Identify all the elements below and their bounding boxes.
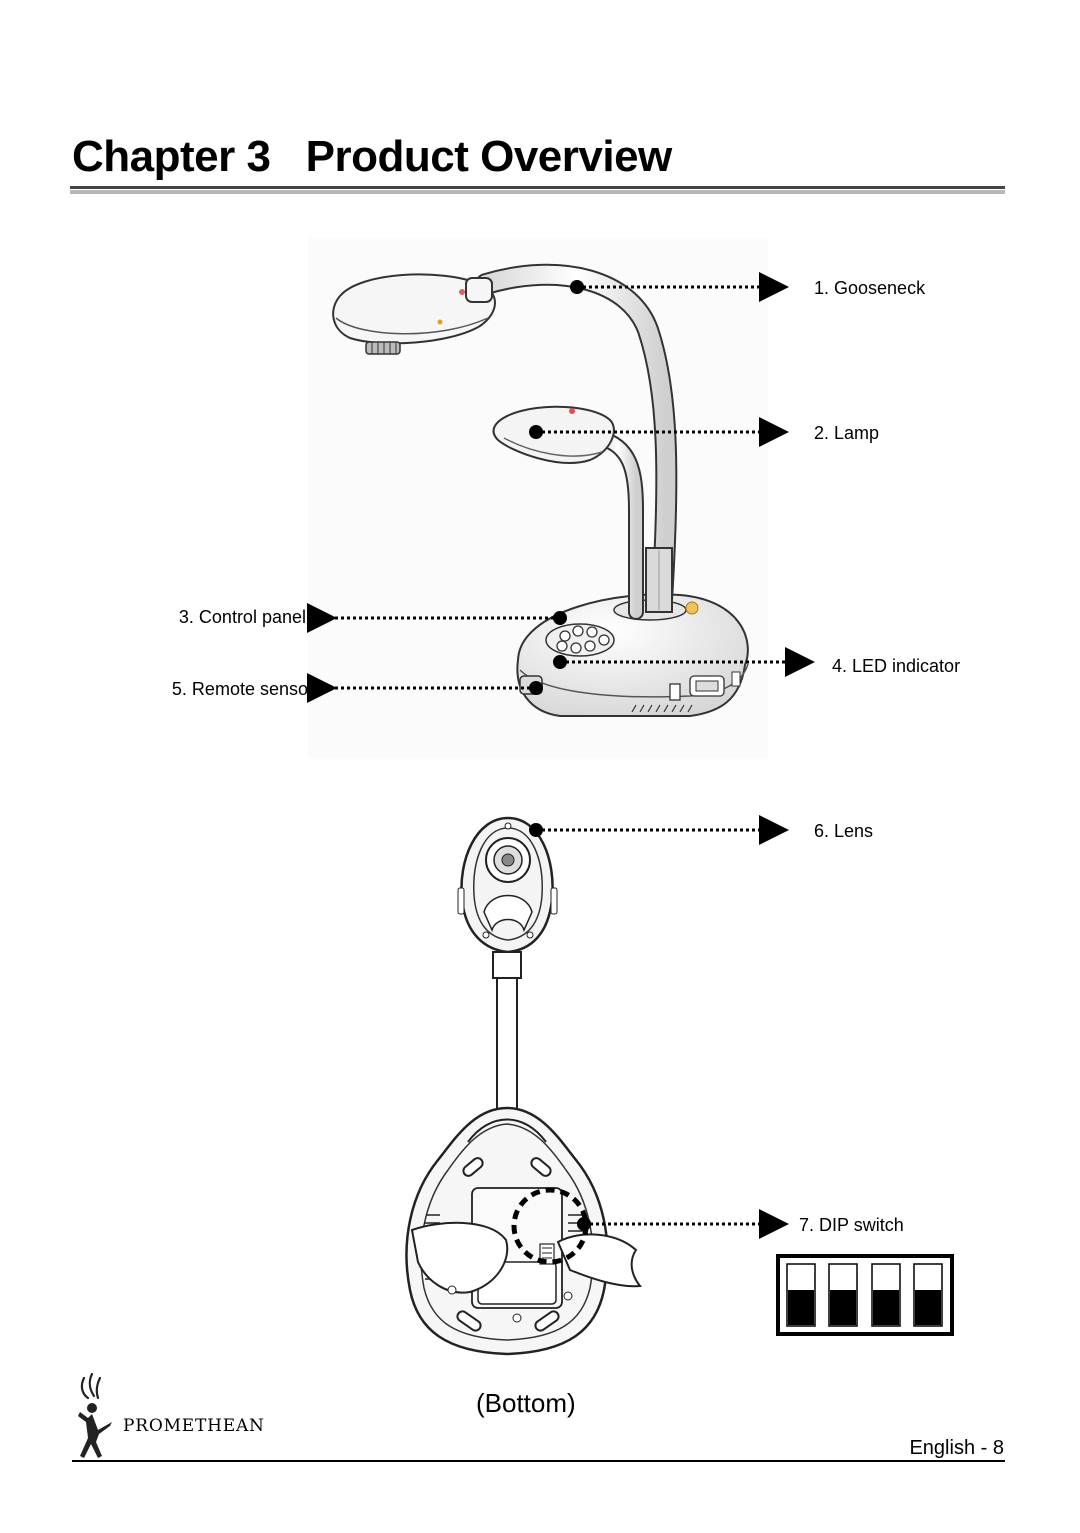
page-title: Chapter 3 Product Overview [72,132,672,182]
dip-switch-3 [871,1263,901,1327]
callout-dip-switch: 7. DIP switch [799,1215,904,1235]
camera-bottom-view [405,816,642,1356]
footer-page-label: English - 8 [909,1437,1004,1460]
bottom-view-caption: (Bottom) [476,1388,576,1418]
dip-switch-1 [786,1263,816,1327]
callout-lamp: 2. Lamp [814,423,880,443]
camera-base [516,593,749,717]
chapter-title: Product Overview [305,132,673,181]
brand-logo-text: PROMETHEAN [123,1416,265,1436]
footer-page-number: 8 [992,1437,1004,1459]
callout-led-indicator: 4. LED indicator [832,656,961,676]
callout-control-panel: 3. Control panel [178,607,306,627]
callout-lens: 6. Lens [814,821,874,841]
promethean-logo-icon [78,1372,112,1458]
dip-switch-detail [776,1254,954,1336]
dip-switch-4 [913,1263,943,1327]
title-divider-shadow [70,190,1005,194]
callout-remote-sensor: 5. Remote sensor [171,679,314,699]
camera-head [332,273,496,355]
title-divider [70,186,1005,189]
dip-switch-2 [828,1263,858,1327]
callout-gooseneck: 1. Gooseneck [814,278,926,298]
camera-side-view [308,238,768,758]
footer-separator: - [980,1437,988,1459]
chapter-number: Chapter 3 [72,132,271,181]
callout-anchor-dots [529,280,591,1231]
footer-language: English [909,1437,976,1459]
lamp-head [492,405,615,464]
callout-leaders [307,272,815,1239]
footer-divider [72,1460,1005,1462]
